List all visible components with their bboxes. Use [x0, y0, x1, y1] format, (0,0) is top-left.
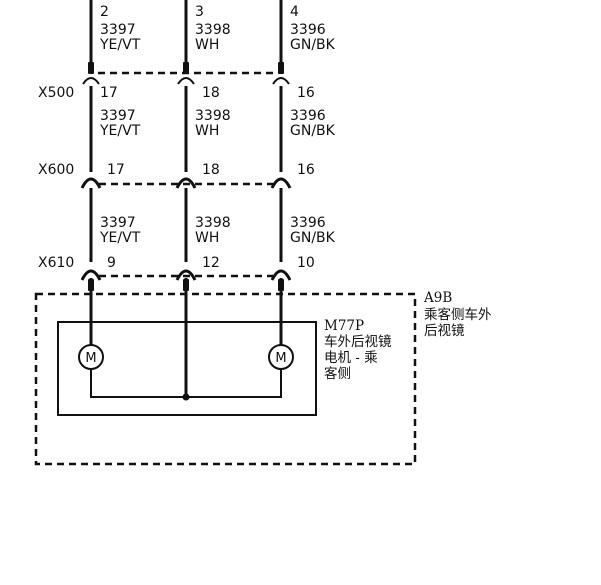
x610-pin-plug [278, 279, 284, 291]
x610-pin-socket [270, 269, 292, 281]
x600-pin-socket [270, 177, 292, 189]
splice-dot [182, 393, 190, 401]
wire-2-color-mid: WH [195, 123, 219, 139]
x610-pin-socket [80, 269, 102, 281]
motor-left-icon [78, 344, 104, 370]
wire-3-circuit-mid: 3396 [290, 108, 326, 124]
wire-3-x500-pin: 16 [297, 85, 315, 101]
motor-right-icon [268, 344, 294, 370]
wire-3-top-pin: 4 [290, 4, 299, 20]
wire-1-x610-pin: 9 [107, 255, 116, 271]
wire-1-circuit-mid: 3397 [100, 108, 136, 124]
wire-3-circuit: 3396 [290, 22, 326, 38]
x600-labels: X600 17 18 16 3397 YE/VT 3398 WH 3396 GN… [38, 162, 336, 246]
wire-2-x500-pin: 18 [202, 85, 220, 101]
x600-pin-socket [175, 177, 197, 189]
module-a9b-outline [34, 292, 417, 466]
wire-1-color-low: YE/VT [99, 230, 141, 246]
connector-x610 [80, 269, 292, 291]
wire-1-circuit-low: 3397 [100, 215, 136, 231]
x500-pin-plug [88, 62, 94, 74]
wire-3-color-low: GN/BK [290, 230, 336, 246]
connector-x610-label: X610 [38, 255, 74, 271]
wire-3-x600-pin: 16 [297, 162, 315, 178]
wire-1-circuit: 3397 [100, 22, 136, 38]
module-a9b-labels: A9B 乘客侧车外 后视镜 [423, 290, 492, 339]
motor-right: M [268, 344, 294, 370]
wire-2-color: WH [195, 37, 219, 53]
wire-2-top-pin: 3 [195, 4, 204, 20]
wire-1-color: YE/VT [99, 37, 141, 53]
wire-1-x500-pin: 17 [100, 85, 118, 101]
wire-3-color: GN/BK [290, 37, 336, 53]
x500-labels: X500 17 18 16 3397 YE/VT 3398 WH 3396 GN… [38, 85, 336, 139]
module-a9b-name-line1: 乘客侧车外 [424, 306, 492, 323]
x610-pin-plug [88, 279, 94, 291]
motor-right-label: M [275, 351, 286, 366]
connector-x500-label: X500 [38, 85, 74, 101]
motor-assembly-name-line1: 车外后视镜 [324, 333, 392, 350]
x610-labels: X610 9 12 10 [38, 255, 315, 271]
motor-assembly-code: M77P [324, 318, 364, 334]
wire-1-color-mid: YE/VT [99, 123, 141, 139]
motor-assembly-m77p-labels: M77P 车外后视镜 电机 - 乘 客侧 [324, 318, 392, 382]
motor-left: M [78, 344, 104, 370]
x500-pin-socket [82, 77, 100, 85]
x610-pin-plug [183, 279, 189, 291]
x500-pin-plug [278, 62, 284, 74]
connector-x500 [82, 62, 290, 85]
x500-pin-plug [183, 62, 189, 74]
motor-assembly-m77p-outline [57, 321, 317, 416]
wire-3-circuit-low: 3396 [290, 215, 326, 231]
connector-x600 [80, 177, 292, 189]
wire-2-x600-pin: 18 [202, 162, 220, 178]
module-a9b-name-line2: 后视镜 [424, 323, 465, 339]
motor-left-label: M [85, 351, 96, 366]
wire-1-top-pin: 2 [100, 4, 109, 20]
wire-2-circuit-mid: 3398 [195, 108, 231, 124]
x500-pin-socket [272, 77, 290, 85]
connector-x600-label: X600 [38, 162, 74, 178]
top-labels: 2 3397 YE/VT 3 3398 WH 4 3396 GN/BK [99, 4, 336, 53]
wire-3-color-mid: GN/BK [290, 123, 336, 139]
module-a9b-code: A9B [423, 290, 452, 306]
x610-pin-socket [175, 269, 197, 281]
wire-2-circuit: 3398 [195, 22, 231, 38]
wire-2-color-low: WH [195, 230, 219, 246]
motor-assembly-name-line3: 客侧 [324, 365, 351, 382]
motor-assembly-name-line2: 电机 - 乘 [324, 350, 378, 366]
wire-2-circuit-low: 3398 [195, 215, 231, 231]
x500-pin-socket [177, 77, 195, 85]
wire-2-x610-pin: 12 [202, 255, 220, 271]
wire-3-x610-pin: 10 [297, 255, 315, 271]
wire-lines [89, 0, 283, 397]
wire-1-x600-pin: 17 [107, 162, 125, 178]
x600-pin-socket [80, 177, 102, 189]
